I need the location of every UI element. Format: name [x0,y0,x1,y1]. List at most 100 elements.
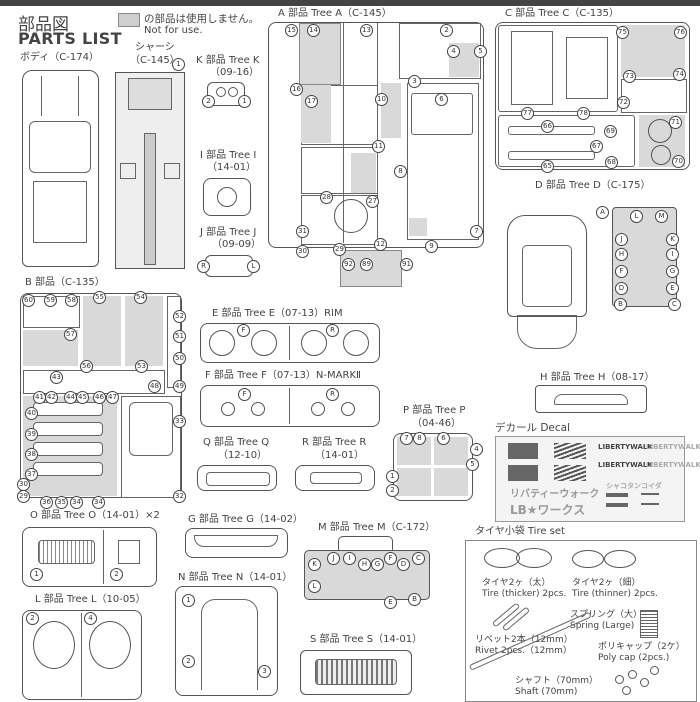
tree-r-code: （14-01） [315,450,365,461]
part-number: 89 [360,258,373,271]
part-number: 33 [173,415,186,428]
part-number: 55 [93,291,106,304]
tree-o-label: O 部品 Tree O（14-01）×2 [30,510,160,521]
spring-jp: スプリング（大） [570,610,643,620]
part-number: M [655,210,668,223]
polycap-icon [615,675,624,684]
part-number: D [615,282,628,295]
part-number: F [238,388,251,401]
tree-k-label: K 部品 Tree K [196,55,260,66]
part-number: R [326,324,339,337]
tire-thin-en: Tire (thinner) 2pcs. [572,589,658,599]
steering-wheel-icon [217,187,237,207]
part-number: 1 [238,95,251,108]
part-number: 30 [296,245,309,258]
chassis-drawing [115,72,185,269]
part-number: 50 [173,352,186,365]
part-number: J [327,552,340,565]
part-number: 2 [440,24,453,37]
part-number: 6 [435,93,448,106]
part-number: 68 [605,156,618,169]
part-number: I [666,248,679,261]
part-number: 58 [65,294,78,307]
tree-j-code: （09-09） [212,239,262,250]
part-number: 39 [25,428,38,441]
tire-icon [516,548,552,568]
part-number: 7 [470,225,483,238]
decal-text-jp: リバティーウォーク [510,489,600,500]
part-number: 7 [400,432,413,445]
part-number: 2 [182,655,195,668]
part-number: 15 [285,24,298,37]
part-number: 40 [25,407,38,420]
tire-icon [484,548,520,568]
tree-r [295,465,375,491]
part-number: E [666,282,679,295]
tree-b-label: B 部品（C-135） [25,277,105,288]
decal-emblem [508,443,538,459]
part-number: 74 [673,68,686,81]
decal-text-small: シャコタンコイダ [606,482,662,490]
part-number: F [237,324,250,337]
part-number: 77 [521,107,534,120]
chassis-label-code: （C-145） [130,55,180,66]
polycap-icon [650,666,659,675]
part-number: 92 [342,258,355,271]
part-number: 12 [374,238,387,251]
shaft-en: Shaft (70mm) [515,687,578,697]
decal-rising-sun [554,443,586,459]
part-number: 9 [425,240,438,253]
polycap-jp: ポリキャップ（2ケ） [598,642,685,652]
tree-g-label: G 部品 Tree G（14-02） [188,514,303,525]
part-number: 75 [616,26,629,39]
part-number: 76 [674,26,687,39]
part-number: F [384,552,397,565]
tree-e-label: E 部品 Tree E（07-13）RIM [212,308,343,319]
part-number: 31 [296,225,309,238]
part-number: B [614,298,627,311]
part-number: 8 [394,165,407,178]
part-number: L [247,260,260,273]
tree-n-label: N 部品 Tree N（14-01） [178,572,293,583]
decal-sheet: LIBERTYWALK LIBERTYWALK LIBERTYWALK LIBE… [495,436,700,522]
part-number: 6 [437,432,450,445]
part-number: J [615,233,628,246]
chassis-label-jp: シャーシ [135,42,175,53]
tree-o [22,527,157,587]
part-number: 70 [672,155,685,168]
part-number: R [197,260,210,273]
part-number: 36 [40,496,53,509]
part-number: 5 [466,458,479,471]
tree-j-label: J 部品 Tree J [200,227,257,238]
shaft-jp: シャフト（70mm） [515,676,598,686]
legend-text-jp: の部品は使用しません。 [144,13,260,25]
part-number: E [384,596,397,609]
tree-m-label: M 部品 Tree M（C-172） [318,522,436,533]
part-number: 49 [173,380,186,393]
part-number: H [358,558,371,571]
decal-stripe [606,503,628,507]
part-number: G [666,265,679,278]
part-number: 72 [617,96,630,109]
tree-h [535,385,647,413]
polycap-icon [640,678,649,687]
tree-s [300,650,412,695]
tree-r-label: R 部品 Tree R [302,437,367,448]
tree-i-label: I 部品 Tree I [200,150,257,161]
decal-rising-sun [554,465,586,481]
part-number: 57 [64,328,77,341]
part-number: 46 [93,391,106,404]
polycap-icon [622,686,631,695]
part-number: 34 [70,496,83,509]
tire-icon [604,550,636,568]
part-number: 35 [55,496,68,509]
part-number: 53 [135,360,148,373]
tree-c-label: C 部品 Tree C（C-135） [505,8,620,19]
part-number: 34 [92,496,105,509]
rivet-en: Rivet 2pcs.（12mm） [475,646,572,656]
part-number: C [412,552,425,565]
part-number: 2 [26,612,39,625]
decal-logo: LIBERTYWALK [598,461,653,469]
part-number: 29 [17,490,30,503]
page-title-en: PARTS LIST [18,29,122,48]
